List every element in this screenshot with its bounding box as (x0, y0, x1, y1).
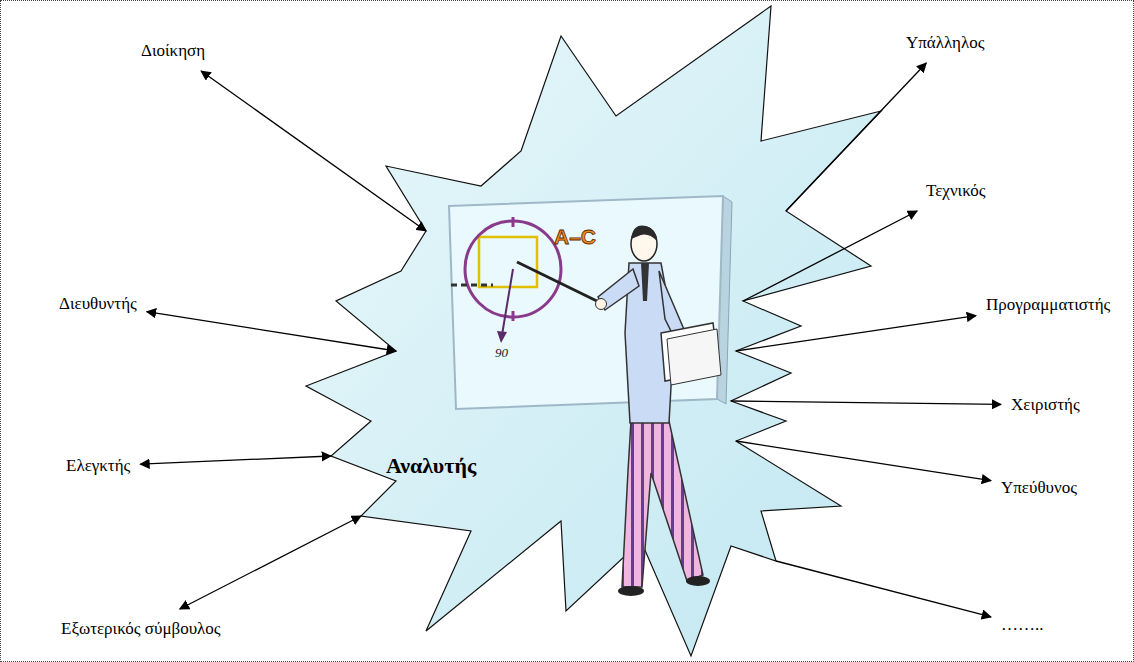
role-label: Διοίκηση (141, 41, 205, 61)
starburst-shape (291, 1, 891, 662)
role-label: Διευθυντής (59, 294, 137, 314)
central-role-label: Αναλυτής (386, 453, 476, 479)
angle-number: 90 (495, 345, 508, 361)
role-label: …….. (1001, 615, 1044, 635)
starburst-node: Αναλυτής (291, 1, 891, 662)
role-label-node: Τεχνικός (926, 181, 986, 201)
role-label: Προγραμματιστής (986, 295, 1110, 315)
double-arrow (180, 516, 361, 609)
role-label-node: Χειριστής (1011, 395, 1080, 415)
role-label-node: Προγραμματιστής (986, 295, 1110, 315)
role-label-node: Εξωτερικός σύμβουλος (61, 619, 221, 639)
role-label-node: …….. (1001, 615, 1044, 635)
double-arrow (140, 456, 331, 464)
role-label-node: Διευθυντής (59, 294, 137, 314)
shoe (618, 586, 644, 596)
role-label-node: Ελεγκτής (66, 456, 130, 476)
board-text: A–C (554, 225, 596, 249)
role-label-node: Διοίκηση (141, 41, 205, 61)
role-label: Χειριστής (1011, 395, 1080, 415)
arrow (736, 441, 991, 481)
role-label-node: Υπάλληλος (906, 33, 984, 53)
role-label: Ελεγκτής (66, 456, 130, 476)
arrow (786, 63, 926, 211)
role-label: Υπάλληλος (906, 33, 984, 53)
starburst-outline (306, 6, 881, 656)
role-label: Τεχνικός (926, 181, 986, 201)
role-label-node: Υπεύθυνος (1001, 478, 1077, 498)
double-arrow (201, 71, 426, 231)
role-label: Εξωτερικός σύμβουλος (61, 619, 221, 639)
arrow (731, 401, 1001, 404)
role-label: Υπεύθυνος (1001, 478, 1077, 498)
arrow (736, 316, 976, 351)
double-arrow (147, 312, 396, 351)
arrow (776, 561, 991, 617)
arrow (743, 211, 917, 301)
